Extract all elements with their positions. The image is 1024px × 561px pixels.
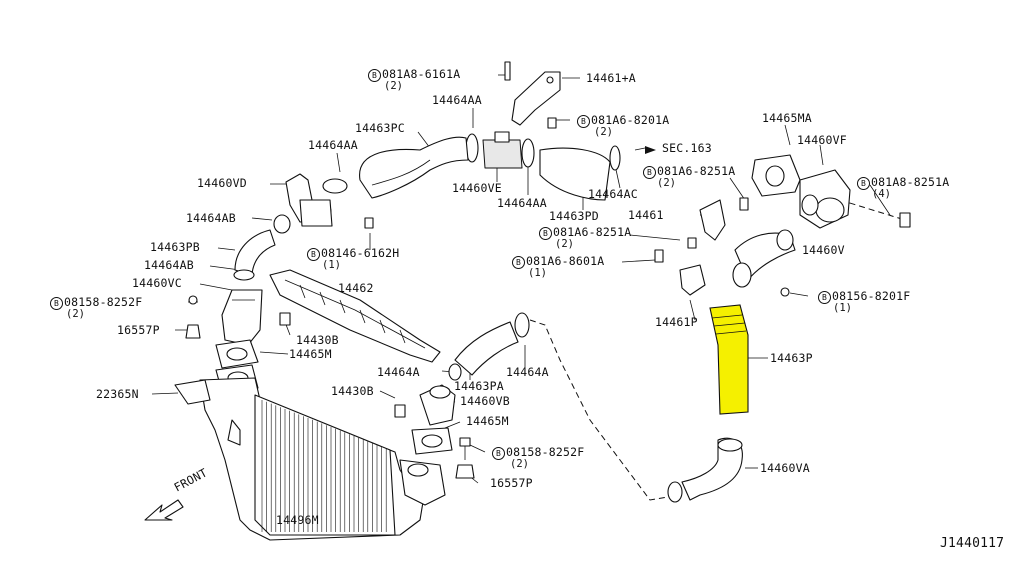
diagram-id: J1440117 bbox=[940, 536, 1005, 551]
label-14430b-top: 14430B bbox=[296, 333, 339, 347]
duct-14460va bbox=[667, 437, 743, 503]
bolt-code: 081A6-8201A bbox=[591, 113, 670, 127]
label-14462: 14462 bbox=[338, 281, 374, 295]
dashed-connections bbox=[529, 199, 906, 501]
label-14460ve: 14460VE bbox=[452, 181, 502, 195]
label-14464aa-mid: 14464AA bbox=[497, 196, 547, 210]
front-arrow-icon bbox=[144, 499, 184, 521]
bolt-code: 081A8-6161A bbox=[382, 67, 461, 81]
label-14465m-top: 14465M bbox=[289, 347, 332, 361]
label-14463pc: 14463PC bbox=[355, 121, 405, 135]
bolt-code: 081A8-8251A bbox=[871, 175, 950, 189]
label-14464aa-top: 14464AA bbox=[432, 93, 482, 107]
label-14464aa-left: 14464AA bbox=[308, 138, 358, 152]
bolt-qty-b2: (2) bbox=[594, 126, 613, 138]
label-14463pa: 14463PA bbox=[454, 379, 504, 393]
bolt-code: 08156-8201F bbox=[832, 289, 911, 303]
bolt-code: 08158-8252F bbox=[506, 445, 585, 459]
intercooler-14496m bbox=[174, 377, 446, 541]
bolt-qty-b8: (1) bbox=[528, 267, 547, 279]
duct-14460vc bbox=[185, 289, 291, 346]
hose-14463pa bbox=[448, 312, 530, 381]
label-14460vc: 14460VC bbox=[132, 276, 182, 290]
label-14461p: 14461P bbox=[655, 315, 698, 329]
bolt-code: 08158-8252F bbox=[64, 295, 143, 309]
label-16557p-left: 16557P bbox=[117, 323, 160, 337]
sec163-arrow-icon bbox=[645, 146, 656, 154]
label-14430b-bot: 14430B bbox=[331, 384, 374, 398]
bracket-14461a bbox=[504, 61, 561, 126]
label-14461: 14461 bbox=[628, 208, 664, 222]
bolt-qty-b4: (2) bbox=[66, 308, 85, 320]
bolt-qty-b5: (2) bbox=[657, 177, 676, 189]
bolt-marker: B bbox=[307, 248, 320, 261]
bolt-marker: B bbox=[818, 291, 831, 304]
bolt-marker: B bbox=[643, 166, 656, 179]
bolt-code: 08146-6162H bbox=[321, 246, 400, 260]
label-14460va: 14460VA bbox=[760, 461, 810, 475]
bolt-code: 081A6-8251A bbox=[657, 164, 736, 178]
hose-14463pd bbox=[539, 145, 621, 201]
label-14463pd: 14463PD bbox=[549, 209, 599, 223]
bolt-qty-b1: (2) bbox=[384, 80, 403, 92]
label-14464a-right: 14464A bbox=[506, 365, 549, 379]
label-14460vb: 14460VB bbox=[460, 394, 510, 408]
hose-14463p-highlight bbox=[709, 304, 749, 415]
bolt-qty-b9: (1) bbox=[833, 302, 852, 314]
bolt-marker: B bbox=[857, 177, 870, 190]
duct-14460vb bbox=[394, 384, 456, 426]
label-14464a-left: 14464A bbox=[377, 365, 420, 379]
bolt-marker: B bbox=[539, 227, 552, 240]
clamps-top bbox=[465, 117, 557, 169]
label-14460v: 14460V bbox=[802, 243, 845, 257]
bolt-qty-b10: (2) bbox=[510, 458, 529, 470]
label-16557p-bot: 16557P bbox=[490, 476, 533, 490]
duct-14460v bbox=[654, 229, 796, 288]
bracket-14461 bbox=[679, 199, 790, 297]
gaskets-bottom bbox=[411, 427, 475, 479]
bolt-qty-b6: (4) bbox=[872, 188, 891, 200]
label-22365n: 22365N bbox=[96, 387, 139, 401]
hose-14463pc bbox=[359, 136, 469, 199]
bolt-marker: B bbox=[577, 115, 590, 128]
label-14496m: 14496M bbox=[276, 513, 319, 527]
duct-14460vd bbox=[273, 173, 374, 234]
bolt-qty-b3: (1) bbox=[322, 259, 341, 271]
label-14464ab-1: 14464AB bbox=[186, 211, 236, 225]
label-sec163: SEC.163 bbox=[662, 141, 712, 155]
label-14463pb: 14463PB bbox=[150, 240, 200, 254]
turbo-outlet-assembly bbox=[739, 154, 911, 229]
bolt-marker: B bbox=[492, 447, 505, 460]
label-14464ab-2: 14464AB bbox=[144, 258, 194, 272]
bolt-qty-b7: (2) bbox=[555, 238, 574, 250]
label-14463p: 14463P bbox=[770, 351, 813, 365]
bolt-marker: B bbox=[512, 256, 525, 269]
label-14460vd: 14460VD bbox=[197, 176, 247, 190]
bolt-code: 081A6-8251A bbox=[553, 225, 632, 239]
bolt-marker: B bbox=[50, 297, 63, 310]
label-14460vf: 14460VF bbox=[797, 133, 847, 147]
hose-14463pb bbox=[233, 229, 276, 281]
bracket-14462 bbox=[269, 269, 441, 363]
label-14465ma: 14465MA bbox=[762, 111, 812, 125]
bolt-marker: B bbox=[368, 69, 381, 82]
label-14464ac: 14464AC bbox=[588, 187, 638, 201]
bolt-code: 081A6-8601A bbox=[526, 254, 605, 268]
label-14465m-bot: 14465M bbox=[466, 414, 509, 428]
label-14461a: 14461+A bbox=[586, 71, 636, 85]
